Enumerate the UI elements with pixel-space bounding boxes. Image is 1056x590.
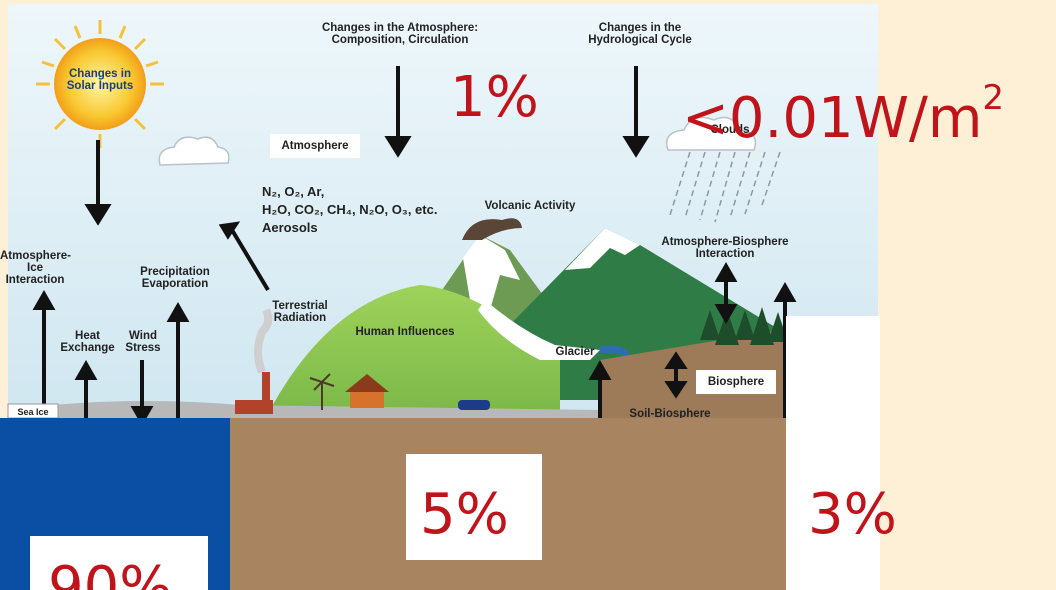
house-icon <box>345 374 389 408</box>
atmosphere-biosphere-label: Atmosphere-Biosphere Interaction <box>661 236 789 260</box>
soil-biosphere-label: Soil-Biosphere <box>629 408 711 420</box>
land-percent: 5% <box>420 482 509 547</box>
flux-unit-superscript: 2 <box>982 78 1005 118</box>
human-influences-label: Human Influences <box>355 326 455 338</box>
windmill-icon <box>309 373 335 410</box>
terrestrial-label: Terrestrial Radiation <box>272 300 328 324</box>
flux-value-text: <0.01W/m <box>682 86 983 151</box>
volcanic-label: Volcanic Activity <box>484 200 576 212</box>
gases-line-2: H₂O, CO₂, CH₄, N₂O, O₃, etc. <box>262 202 438 217</box>
sun-icon <box>36 20 164 148</box>
glacier <box>478 300 600 360</box>
rain-icon <box>669 151 781 223</box>
ice-percent: 3% <box>808 482 897 547</box>
ocean-percent: 90% <box>48 555 173 590</box>
gases-line-3: Aerosols <box>262 220 318 235</box>
car-icon <box>458 400 490 410</box>
precipitation-label: Precipitation Evaporation <box>140 266 210 290</box>
atmosphere-label: Atmosphere <box>281 140 349 152</box>
clouds-label: Clouds <box>710 124 750 136</box>
atmosphere-box <box>270 134 360 158</box>
atmosphere-ice-label: Atmosphere- Ice Interaction <box>0 250 71 286</box>
heat-exchange-label: Heat Exchange <box>60 330 115 354</box>
atmosphere-percent: 1% <box>450 65 539 130</box>
cloud-icon <box>158 136 230 166</box>
ocean-percent-box: 90% <box>30 536 208 590</box>
wind-stress-label: Wind Stress <box>125 330 161 354</box>
land-percent-box <box>406 454 542 560</box>
cloud-icon <box>666 116 757 151</box>
atmosphere-changes-label: Changes in the Atmosphere: Composition, … <box>321 22 479 46</box>
ice-share-block <box>786 316 880 590</box>
biosphere-label: Biosphere <box>707 376 765 388</box>
flux-value: <0.01W/m2 <box>682 68 1004 149</box>
factory-icon <box>235 308 273 414</box>
gases-line-1: N₂, O₂, Ar, <box>262 184 325 199</box>
glacier-label: Glacier <box>555 346 595 358</box>
forest <box>700 307 788 345</box>
sea-ice-label: Sea Ice <box>17 407 49 417</box>
sun-label: Changes in Solar Inputs <box>66 68 134 92</box>
hydrological-changes-label: Changes in the Hydrological Cycle <box>588 22 692 46</box>
climate-system-diagram: Changes in Solar Inputs Changes in the A… <box>0 4 880 430</box>
biosphere-box <box>696 370 776 394</box>
